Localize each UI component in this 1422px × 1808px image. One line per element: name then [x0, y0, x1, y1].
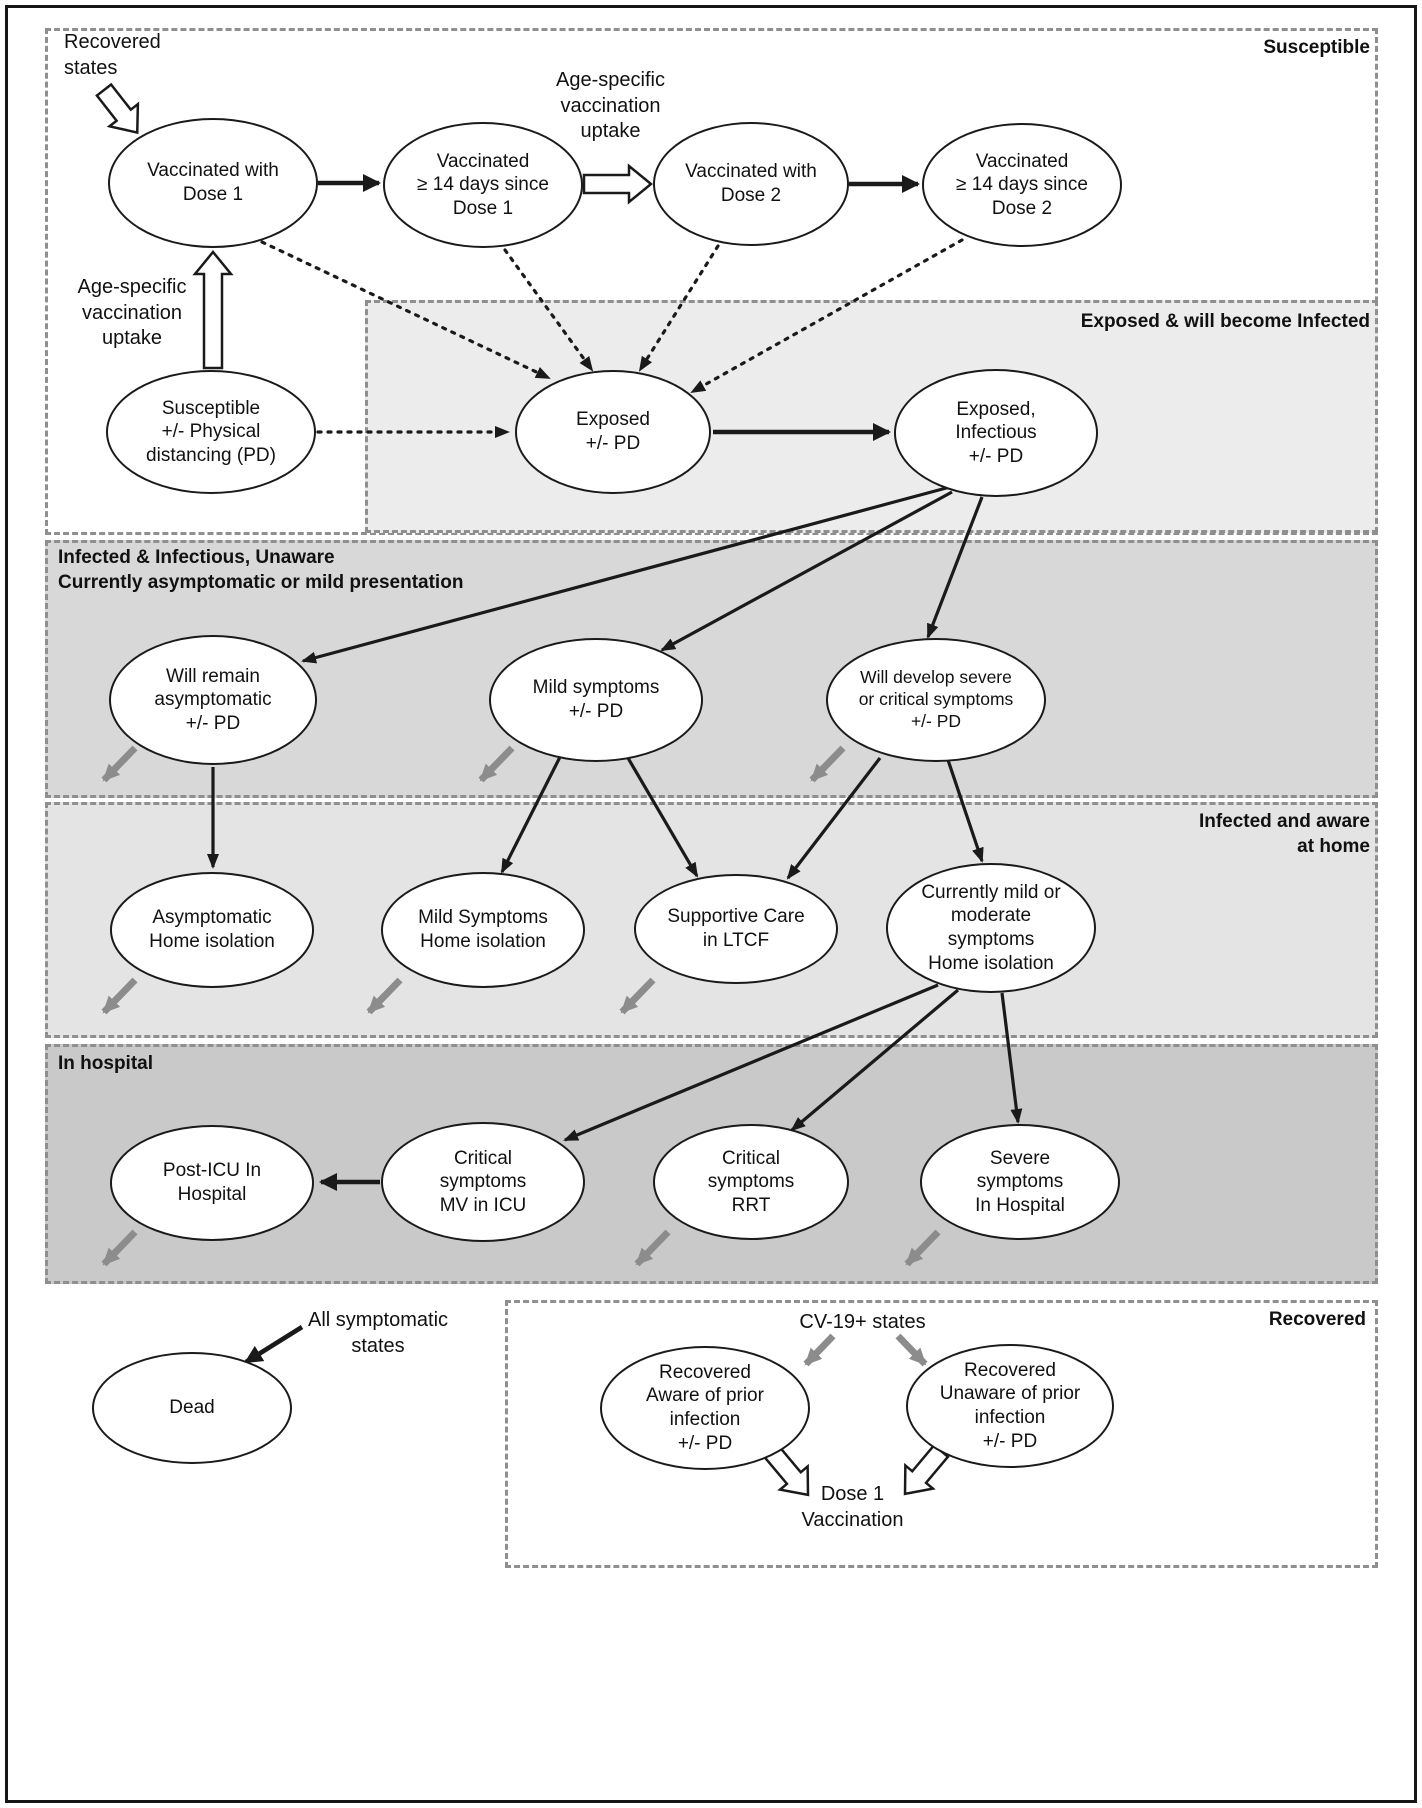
- node-vaccinated-14d-dose1: Vaccinated ≥ 14 days since Dose 1: [383, 122, 583, 248]
- node-exposed: Exposed +/- PD: [515, 370, 711, 494]
- gray-exit-arrow-mild: [478, 745, 515, 783]
- gray-exit-arrow-rrt: [634, 1229, 671, 1267]
- region-label-infected-aware: Infected and aware at home: [1198, 811, 1370, 857]
- node-severe-hospital: Severe symptoms In Hospital: [920, 1124, 1120, 1240]
- arrow-home-to-mv-icu: [563, 983, 939, 1142]
- dotted-arrow-dose1-to-exposed: [260, 240, 551, 380]
- hollow-arrow-recovered-states-to-dose1: [95, 82, 140, 135]
- node-post-icu: Post-ICU In Hospital: [110, 1125, 314, 1241]
- gray-arrow-cv19-to-unaware: [895, 1333, 928, 1367]
- node-currently-mild-moderate: Currently mild or moderate symptoms Home…: [886, 863, 1096, 993]
- arrow-symptomatic-to-dead: [244, 1325, 304, 1364]
- hollow-arrow-uptake-dose2: [582, 163, 653, 205]
- region-label-recovered: Recovered: [1268, 1309, 1366, 1330]
- node-will-remain-asymptomatic: Will remain asymptomatic +/- PD: [109, 635, 317, 765]
- arrow-home-to-severe-hospital: [1000, 992, 1023, 1124]
- hollow-arrow-aware-to-vaccination: [763, 1444, 810, 1497]
- arrow-mild-to-ltcf: [626, 757, 699, 878]
- gray-exit-arrow-severe-hospital: [904, 1229, 941, 1267]
- arrow-severe-to-mild-moderate-home: [946, 759, 984, 863]
- node-dead: Dead: [92, 1352, 292, 1464]
- node-asymptomatic-home: Asymptomatic Home isolation: [110, 872, 314, 988]
- label-recovered-states: Recovered states: [64, 31, 161, 79]
- gray-exit-arrow-mild-home: [366, 977, 403, 1015]
- node-vaccinated-dose2: Vaccinated with Dose 2: [653, 122, 849, 246]
- node-mild-symptoms-home: Mild Symptoms Home isolation: [381, 872, 585, 988]
- label-dose1-vaccination: Dose 1 Vaccination: [801, 1483, 904, 1531]
- arrow-severe-to-ltcf: [786, 757, 882, 880]
- hollow-arrow-uptake-dose1: [192, 250, 234, 370]
- node-supportive-care-ltcf: Supportive Care in LTCF: [634, 874, 838, 984]
- node-vaccinated-dose1: Vaccinated with Dose 1: [108, 118, 318, 248]
- dotted-arrow-14d-dose1-to-exposed: [503, 248, 594, 372]
- region-label-in-hospital: In hospital: [58, 1053, 153, 1074]
- node-recovered-unaware: Recovered Unaware of prior infection +/-…: [906, 1344, 1114, 1468]
- arrow-mild-to-home: [500, 756, 562, 874]
- gray-exit-arrow-ltcf: [619, 977, 656, 1015]
- arrow-infectious-to-severe: [926, 496, 984, 639]
- arrow-home-to-rrt: [790, 988, 960, 1132]
- hollow-arrow-unaware-to-vaccination: [903, 1443, 950, 1496]
- dotted-arrow-14d-dose2-to-exposed: [690, 238, 964, 394]
- node-vaccinated-14d-dose2: Vaccinated ≥ 14 days since Dose 2: [922, 123, 1122, 247]
- gray-arrow-cv19-to-aware: [803, 1333, 836, 1367]
- gray-exit-arrow-severe: [809, 745, 846, 783]
- region-label-infected-unaware: Infected & Infectious, Unaware Currently…: [58, 547, 464, 593]
- label-age-specific-top: Age-specific vaccination uptake: [556, 69, 665, 143]
- gray-exit-arrow-asymptomatic: [101, 745, 138, 783]
- node-critical-mv-icu: Critical symptoms MV in ICU: [381, 1122, 585, 1242]
- node-exposed-infectious: Exposed, Infectious +/- PD: [894, 369, 1098, 497]
- label-cv19-states: CV-19+ states: [799, 1311, 926, 1333]
- gray-exit-arrow-post-icu: [101, 1229, 138, 1267]
- node-will-develop-severe: Will develop severe or critical symptoms…: [826, 638, 1046, 762]
- region-label-exposed: Exposed & will become Infected: [1080, 311, 1370, 332]
- arrow-infectious-to-asymptomatic: [301, 485, 951, 664]
- node-susceptible: Susceptible +/- Physical distancing (PD): [106, 370, 316, 494]
- gray-exit-arrow-asymptomatic-home: [101, 977, 138, 1015]
- node-mild-symptoms: Mild symptoms +/- PD: [489, 638, 703, 762]
- arrow-infectious-to-mild: [660, 490, 953, 652]
- node-recovered-aware: Recovered Aware of prior infection +/- P…: [600, 1346, 810, 1470]
- label-age-specific-left: Age-specific vaccination uptake: [77, 276, 187, 350]
- region-label-susceptible: Susceptible: [1263, 37, 1370, 58]
- label-all-symptomatic: All symptomatic states: [307, 1309, 449, 1357]
- node-critical-rrt: Critical symptoms RRT: [653, 1124, 849, 1240]
- dotted-arrow-dose2-to-exposed: [638, 244, 720, 372]
